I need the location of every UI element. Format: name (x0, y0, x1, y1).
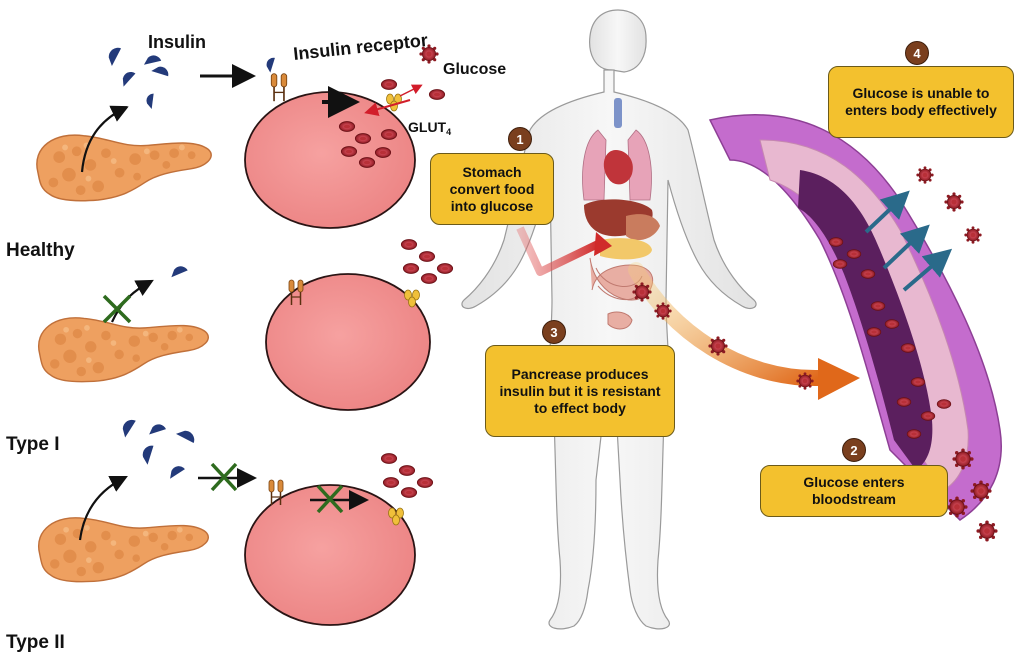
type2-secretion-arrow (78, 476, 128, 541)
bound-insulin (264, 56, 281, 73)
step4-callout: Glucose is unable to enters body effecti… (828, 66, 1014, 138)
type1-secretion-arrow (110, 279, 154, 323)
type1-glucose-outside (400, 239, 454, 284)
type1-block-mark (102, 294, 132, 324)
glucose-inward-arrow (399, 84, 423, 97)
glucose-to-blood-arrowhead (818, 358, 860, 400)
type1-pancreas (37, 317, 210, 383)
type2-glucose-outside (380, 453, 434, 498)
lungs (582, 129, 652, 201)
healthy-insulin-receptor (270, 72, 288, 103)
step3-callout: Pancrease produces insulin but it is res… (485, 345, 675, 437)
insulin-receptor-label: Insulin receptor (292, 30, 428, 64)
step1-callout: Stomach convert food into glucose (430, 153, 554, 225)
insulin-label: Insulin (148, 32, 206, 52)
food-to-glucose-arrow (516, 226, 600, 276)
step3-text: Pancrease produces insulin but it is res… (499, 365, 661, 416)
human-body (461, 9, 757, 630)
type2-insulin-molecules (121, 418, 196, 481)
type2-block-mark-2 (316, 484, 344, 514)
step2-badge: 2 (842, 438, 866, 462)
row-label-healthy: Healthy (6, 240, 75, 261)
step1-badge: 1 (508, 127, 532, 151)
healthy-insulin-molecules (106, 46, 170, 109)
healthy-cell (244, 91, 416, 229)
healthy-pancreas (36, 134, 212, 202)
trachea (614, 98, 622, 128)
pancreas-organ (600, 238, 652, 260)
stomach (626, 214, 660, 241)
glucose-label: Glucose (443, 61, 506, 78)
step2-text: Glucose enters bloodstream (803, 474, 905, 507)
healthy-secretion-arrow (80, 105, 129, 173)
heart (603, 150, 633, 185)
step4-text: Glucose is unable to enters body effecti… (845, 85, 997, 118)
food-to-glucose-arrowhead (594, 232, 612, 256)
type1-insulin (171, 264, 189, 282)
blocked-exit-arrows (864, 190, 953, 292)
step3-badge: 3 (542, 320, 566, 344)
row-label-type1: Type I (6, 434, 60, 455)
step4-badge: 4 (905, 41, 929, 65)
step2-callout: Glucose enters bloodstream (760, 465, 948, 517)
bladder (607, 311, 633, 330)
type2-block-mark-1 (210, 462, 238, 492)
type2-cell (244, 484, 416, 626)
glucose-uptake-arrow (364, 99, 411, 116)
row-label-type2: Type II (6, 632, 65, 653)
type1-cell (265, 273, 431, 411)
type2-pancreas (37, 517, 210, 583)
step1-text: Stomach convert food into glucose (449, 163, 535, 214)
glut4-label: GLUT4 (408, 119, 451, 137)
